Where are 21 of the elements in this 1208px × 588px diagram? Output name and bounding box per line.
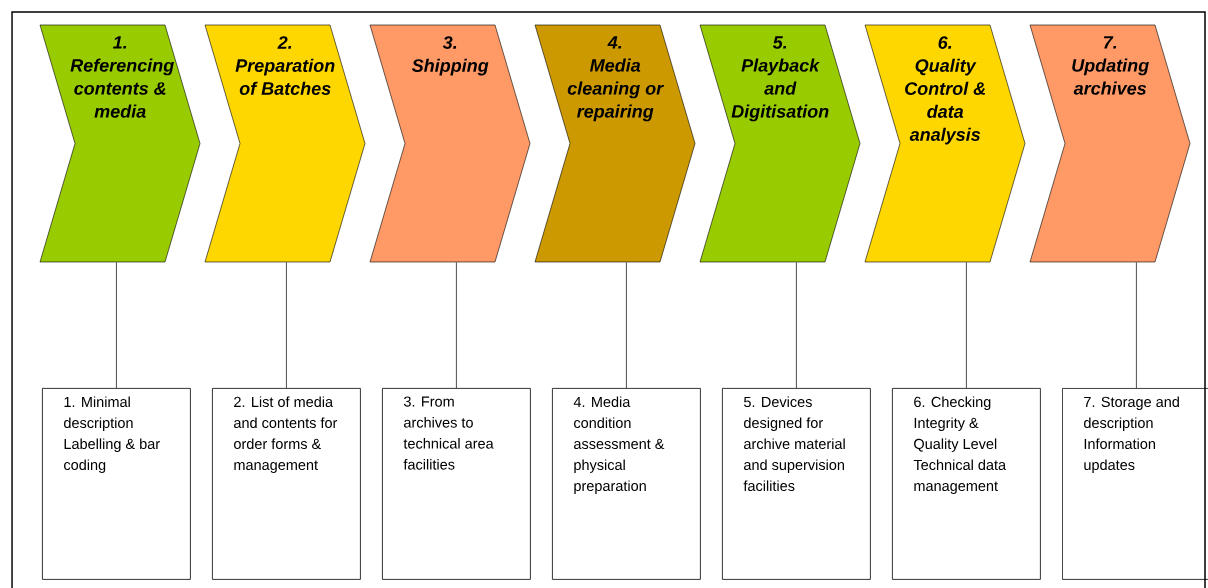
description-box: 6. Checking Integrity & Quality Level Technical data management <box>892 388 1041 580</box>
process-step: 3. Shipping <box>369 24 531 263</box>
description-box: 4. Media condition assessment & physical preparation <box>552 388 701 580</box>
connector-line <box>1136 262 1137 389</box>
description-box: 1. Minimal description Labelling & bar coding <box>42 388 191 580</box>
process-step: 4. Media cleaning or repairing <box>534 24 696 263</box>
connector-line <box>796 262 797 389</box>
process-step: 5. Playback and Digitisation <box>699 24 861 263</box>
description-box: 2. List of media and contents for order forms & management <box>212 388 361 580</box>
connector-line <box>456 262 457 389</box>
process-step: 7. Updating archives <box>1029 24 1191 263</box>
connector-line <box>626 262 627 389</box>
description-box: 7. Storage and description Information updates <box>1062 388 1208 580</box>
connector-line <box>286 262 287 389</box>
description-box: 3. From archives to technical area facilities <box>382 388 531 580</box>
description-box: 5. Devices designed for archive material and supervision facilities <box>722 388 871 580</box>
connector-line <box>116 262 117 389</box>
connector-line <box>966 262 967 389</box>
process-step: 1. Referencing contents & media <box>39 24 201 263</box>
process-step: 6. Quality Control & data analysis <box>864 24 1026 263</box>
process-step: 2. Preparation of Batches <box>204 24 366 263</box>
